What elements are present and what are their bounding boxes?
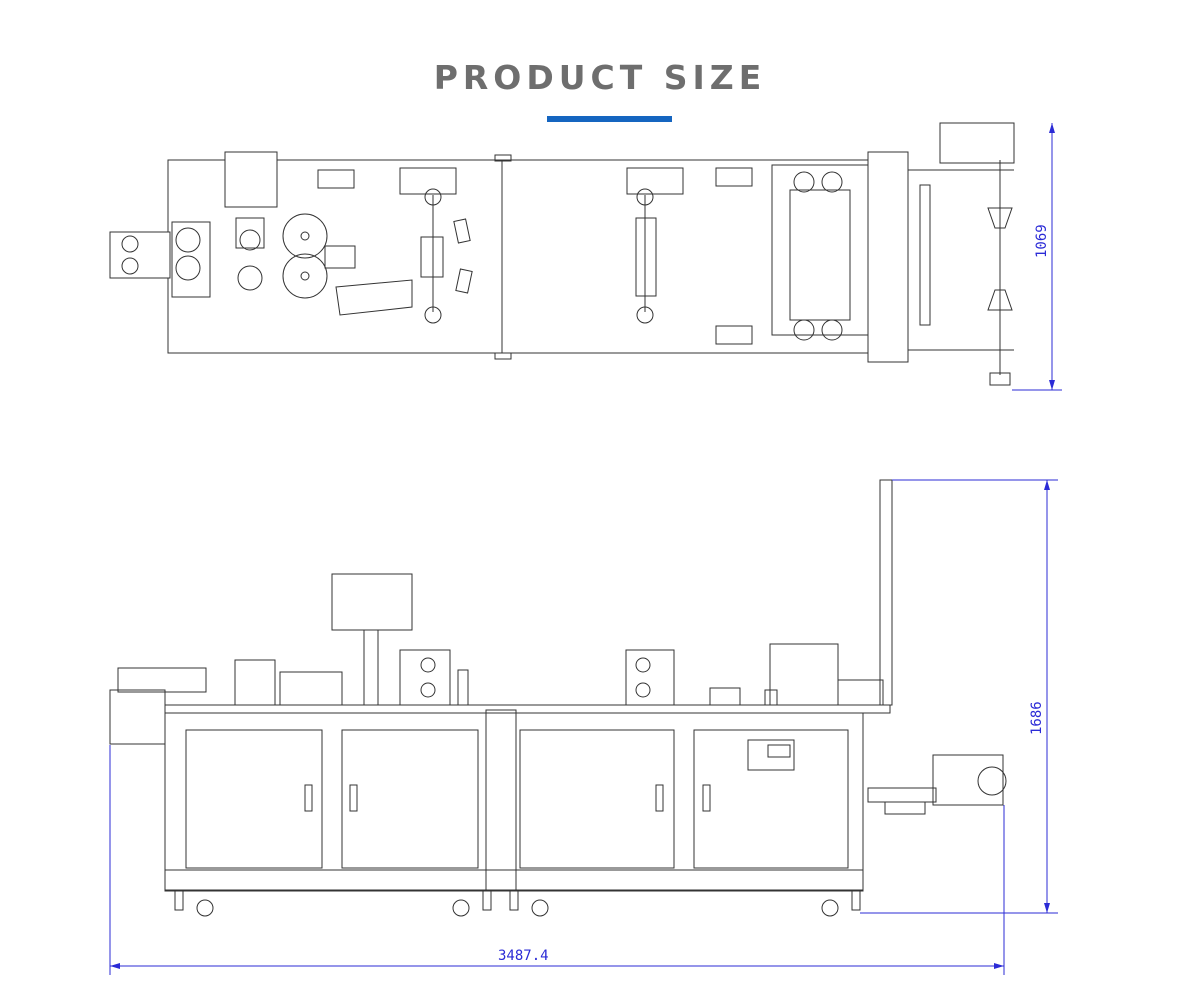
dimension-length [109,745,1005,975]
dimension-height [860,479,1058,914]
dimension-width [1012,123,1062,391]
length-dimension-label: 3487.4 [498,948,549,964]
front-view [109,479,1007,917]
height-dimension-label: 1686 [1029,701,1045,735]
page-title: PRODUCT SIZE [433,58,767,97]
top-view [109,122,1015,386]
width-dimension-label: 1069 [1034,224,1050,258]
title-underline [547,116,672,122]
